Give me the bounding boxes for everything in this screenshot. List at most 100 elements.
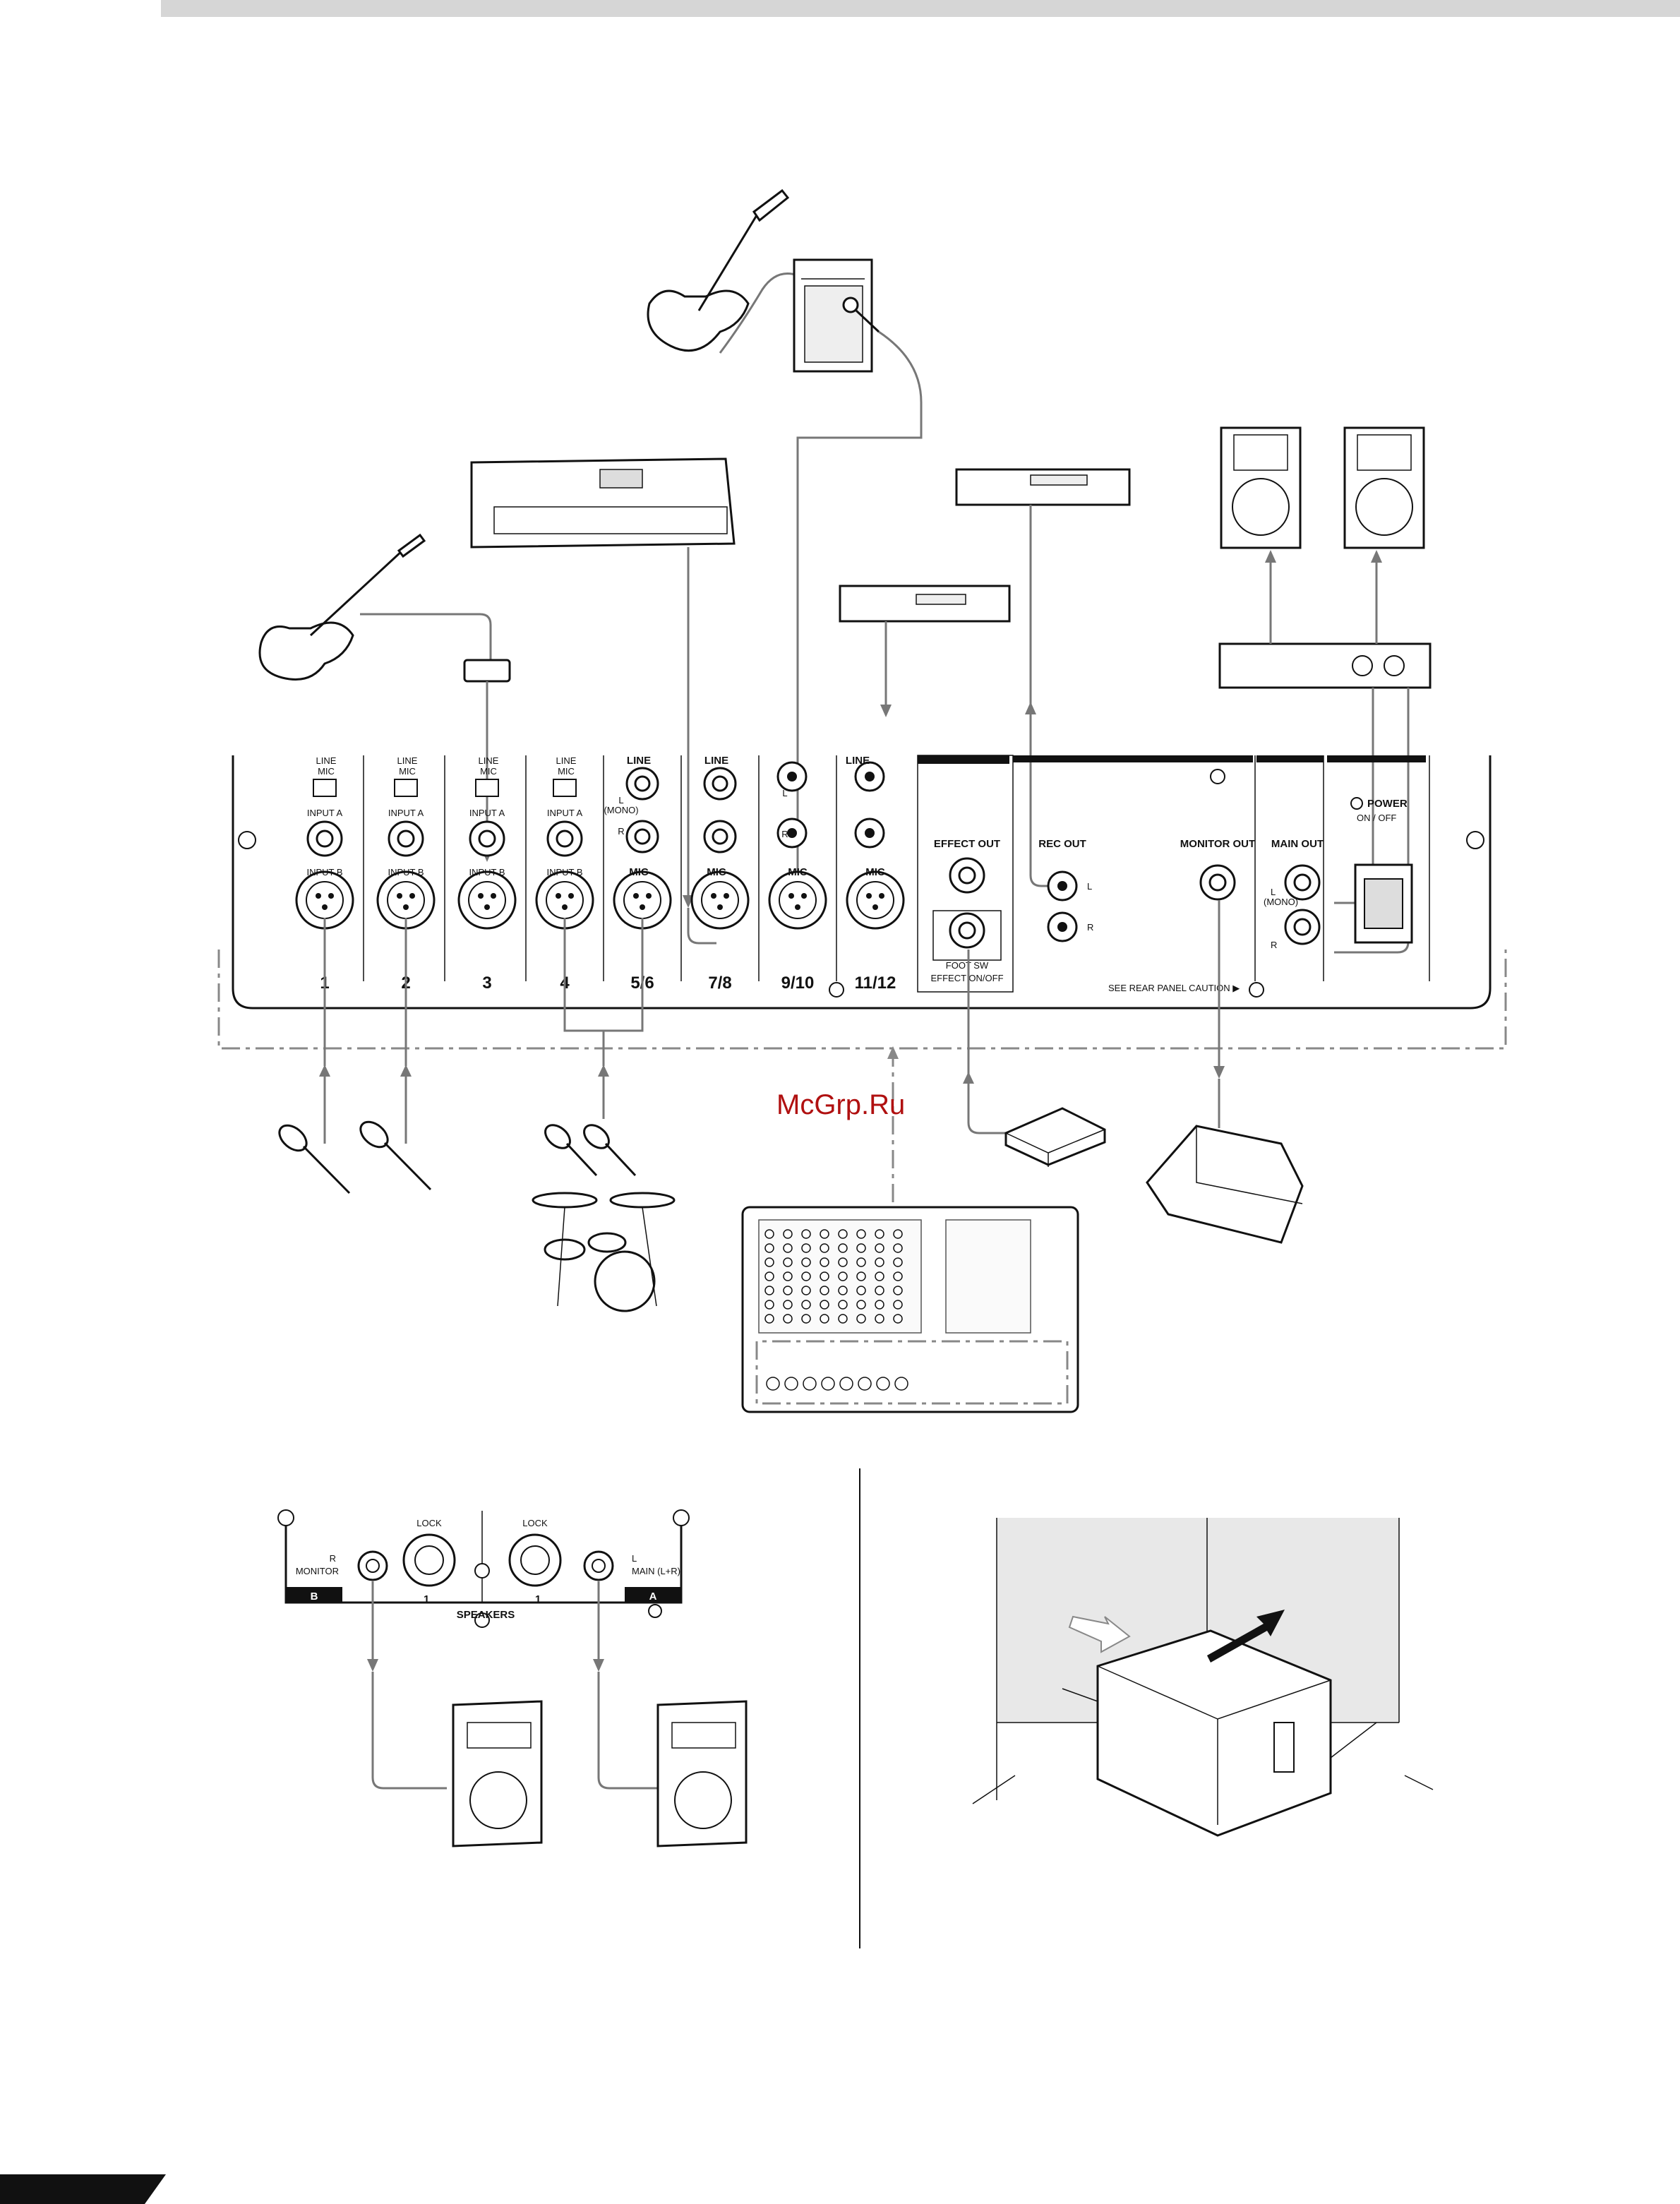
mic-switch-label: MIC	[318, 766, 335, 777]
speaker-icon-monitor	[452, 1700, 543, 1847]
l-label-910: L	[782, 788, 787, 798]
mixer-xlr-icon	[803, 1377, 817, 1391]
line-mic-switch[interactable]	[394, 779, 418, 797]
direct-box-icon	[463, 659, 511, 683]
xlr-pin-icon	[556, 893, 561, 899]
mixer-knob-icon	[893, 1314, 903, 1324]
mixer-knob-icon	[820, 1243, 829, 1253]
lock-right-label: LOCK	[522, 1518, 548, 1528]
mixer-knob-icon	[801, 1271, 811, 1281]
airflow-in-arrow-icon	[1068, 1615, 1131, 1653]
mixer-knob-icon	[838, 1257, 848, 1267]
mixer-overview-icon	[741, 1206, 1079, 1413]
pa-speaker-icon-left	[1220, 426, 1302, 549]
mixer-knob-icon	[856, 1314, 866, 1324]
mixer-knob-icon	[820, 1271, 829, 1281]
keyboard-synth-icon	[470, 457, 736, 549]
b-badge: B	[311, 1591, 318, 1603]
xlr-inner-icon	[779, 881, 817, 919]
mixer-knob-icon	[783, 1229, 793, 1239]
mixer-knob-icon	[856, 1271, 866, 1281]
main-r-label: R	[1271, 940, 1277, 950]
input-a-label: INPUT A	[469, 808, 505, 818]
line-mic-switch[interactable]	[553, 779, 577, 797]
main-out-label: MAIN OUT	[1271, 838, 1324, 850]
mixer-knob-icon	[856, 1300, 866, 1310]
rca-pin-icon	[787, 772, 797, 781]
xlr-pin-icon	[724, 893, 729, 899]
mixer-knob-icon	[783, 1286, 793, 1295]
mixer-knob-icon	[893, 1229, 903, 1239]
power-label: POWER	[1367, 798, 1408, 810]
mixer-xlr-icon	[894, 1377, 908, 1391]
mixer-knob-icon	[893, 1243, 903, 1253]
lock-left-label: LOCK	[416, 1518, 442, 1528]
mixer-xlr-icon	[766, 1377, 780, 1391]
line-mic-switch[interactable]	[475, 779, 499, 797]
xlr-pin-icon	[795, 904, 800, 910]
channel-number-6: 7/8	[708, 974, 731, 993]
mixer-knob-icon	[764, 1257, 774, 1267]
input-a-label: INPUT A	[388, 808, 424, 818]
line-mic-switch[interactable]	[313, 779, 337, 797]
mic-label-56: MIC	[629, 866, 649, 878]
xlr-pin-icon	[788, 893, 794, 899]
drum-kit-icon	[532, 1192, 676, 1312]
phone-jack-inner-icon	[316, 830, 334, 848]
mixer-knob-icon	[783, 1243, 793, 1253]
mixer-knob-icon	[875, 1243, 884, 1253]
power-led-icon	[1350, 797, 1363, 810]
mixer-knob-icon	[764, 1286, 774, 1295]
line-switch-label: LINE	[479, 755, 499, 766]
num-right: 1	[535, 1593, 541, 1605]
rec-r-label: R	[1087, 922, 1093, 933]
mixer-xlr-icon	[876, 1377, 890, 1391]
mixer-xlr-icon	[839, 1377, 853, 1391]
mixer-knob-icon	[764, 1300, 774, 1310]
l-label-56: L	[618, 795, 623, 805]
input-a-label: INPUT A	[547, 808, 583, 818]
mixer-xlr-icon	[858, 1377, 872, 1391]
xlr-pin-icon	[562, 904, 568, 910]
mixer-knob-icon	[764, 1243, 774, 1253]
mixer-knob-icon	[875, 1271, 884, 1281]
mixer-knob-icon	[875, 1286, 884, 1295]
line-switch-label: LINE	[316, 755, 337, 766]
xlr-pin-icon	[866, 893, 872, 899]
xlr-inner-icon	[468, 881, 506, 919]
rear-panel	[232, 755, 1492, 1010]
mixer-knob-icon	[893, 1271, 903, 1281]
main-sp-label: MAIN (L+R)	[632, 1566, 680, 1576]
main-l-label: L	[1271, 887, 1276, 897]
speaker-output-panel: B A R MONITOR L MAIN (L+R) LOCK LOCK 1 1…	[277, 1509, 690, 1628]
mixer-knob-icon	[764, 1271, 774, 1281]
xlr-inner-icon	[856, 881, 894, 919]
xlr-pin-icon	[711, 893, 716, 899]
effect-out-label: EFFECT OUT	[934, 838, 1000, 850]
a-badge: A	[649, 1591, 657, 1603]
main-l-sp-label: L	[632, 1553, 637, 1564]
microphone-icon-4	[583, 1124, 637, 1177]
xlr-inner-icon	[701, 881, 739, 919]
line-jack-inner-icon	[712, 828, 728, 845]
xlr-inner-icon	[306, 881, 344, 919]
xlr-pin-icon	[879, 893, 884, 899]
cd-player-icon	[839, 585, 1011, 623]
mixer-knob-icon	[820, 1286, 829, 1295]
xlr-pin-icon	[478, 893, 484, 899]
mixer-knob-icon	[801, 1229, 811, 1239]
electric-guitar-icon-left	[258, 533, 426, 681]
line-label-1112: LINE	[846, 755, 870, 767]
mixer-knob-icon	[875, 1257, 884, 1267]
mixer-knob-icon	[838, 1243, 848, 1253]
line-jack-inner-icon	[634, 775, 651, 792]
xlr-pin-icon	[328, 893, 334, 899]
mixer-knob-icon	[893, 1286, 903, 1295]
speaker-icon-main	[656, 1700, 748, 1847]
line-switch-label: LINE	[397, 755, 418, 766]
input-b-label: INPUT B	[469, 867, 505, 878]
mixer-knob-icon	[838, 1229, 848, 1239]
mixer-knob-icon	[820, 1314, 829, 1324]
mixer-knob-icon	[875, 1314, 884, 1324]
